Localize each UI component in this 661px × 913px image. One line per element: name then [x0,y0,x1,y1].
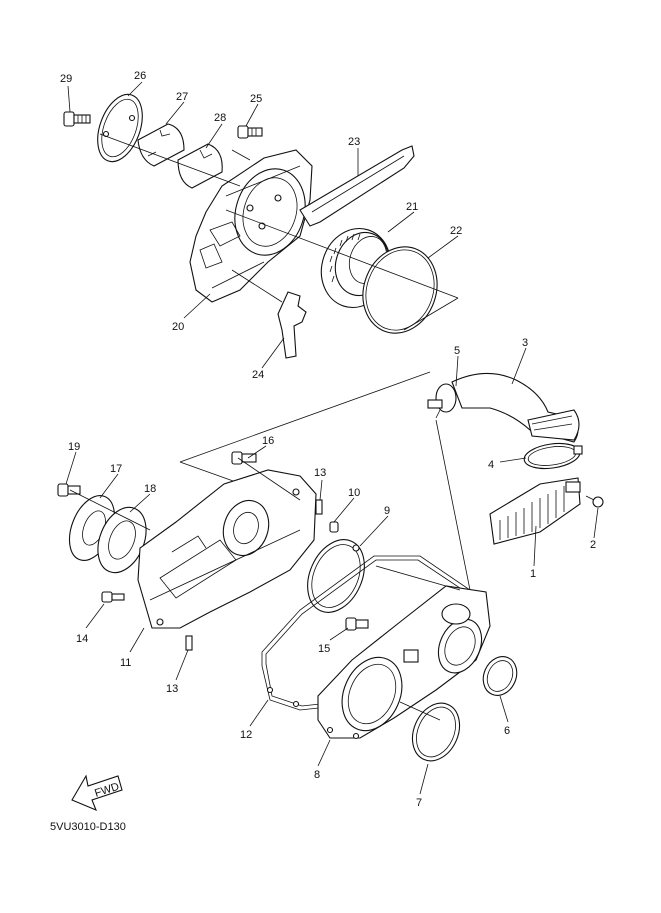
part-28-element [177,143,223,189]
callout-21: 21 [406,201,418,213]
part-8-outer-cover [317,585,491,740]
part-24-bracket [277,291,307,359]
part-13-dowels [185,499,323,651]
callout-11: 11 [120,657,131,669]
part-1-filter [489,477,581,545]
callout-12: 12 [240,729,252,741]
part-26-plate [97,93,143,163]
callout-6: 6 [504,725,510,737]
callout-13-top: 13 [314,467,326,479]
assembly-link-line [179,371,431,463]
callout-16: 16 [262,435,274,447]
callout-19: 19 [68,441,80,453]
part-27-element [137,123,185,167]
callout-9: 9 [384,505,390,517]
upper-assembly [63,93,459,359]
callout-22: 22 [450,225,462,237]
part-19-bolt [57,483,81,497]
part-4-clamp-ring [523,442,583,470]
callout-7: 7 [416,797,422,809]
callout-4: 4 [488,459,494,471]
callout-23: 23 [348,136,360,148]
callout-20: 20 [172,321,184,333]
callout-18: 18 [144,483,156,495]
callout-labels: 29 26 27 28 25 23 21 22 20 24 5 3 4 1 2 … [60,70,596,809]
callout-8: 8 [314,769,320,781]
callout-13-bottom: 13 [166,683,178,695]
part-5-clamp [427,383,457,419]
callout-leaders [65,81,599,795]
part-22-o-ring [362,246,438,334]
callout-17: 17 [110,463,122,475]
part-16-bolt [231,451,257,465]
intake-duct-group [427,372,604,545]
callout-27: 27 [176,91,188,103]
part-11-inner-cover [137,469,317,629]
callout-24: 24 [252,369,264,381]
part-25-bolt [237,125,263,139]
part-10-bolt [329,521,339,533]
drawing-code: 5VU3010-D130 [50,821,126,833]
callout-10: 10 [348,487,360,499]
callout-5: 5 [454,345,460,357]
part-6-o-ring [482,656,518,696]
part-3-duct [451,372,580,443]
callout-28: 28 [214,112,226,124]
assembly-link-line-2 [179,461,237,483]
callout-25: 25 [250,93,262,105]
callout-15: 15 [318,643,330,655]
part-29-bolt [63,111,91,127]
lower-assembly [57,451,518,762]
part-2-bolt [585,495,604,508]
callout-3: 3 [522,337,528,349]
part-7-cap [411,702,461,762]
part-15-bolt [345,617,369,631]
fwd-arrow-icon: FWD [71,774,123,812]
callout-1: 1 [530,568,536,580]
callout-29: 29 [60,73,72,85]
callout-26: 26 [134,70,146,82]
callout-2: 2 [590,539,596,551]
part-14-bolt [101,591,125,603]
part-23-strip [299,145,415,227]
callout-14: 14 [76,633,88,645]
